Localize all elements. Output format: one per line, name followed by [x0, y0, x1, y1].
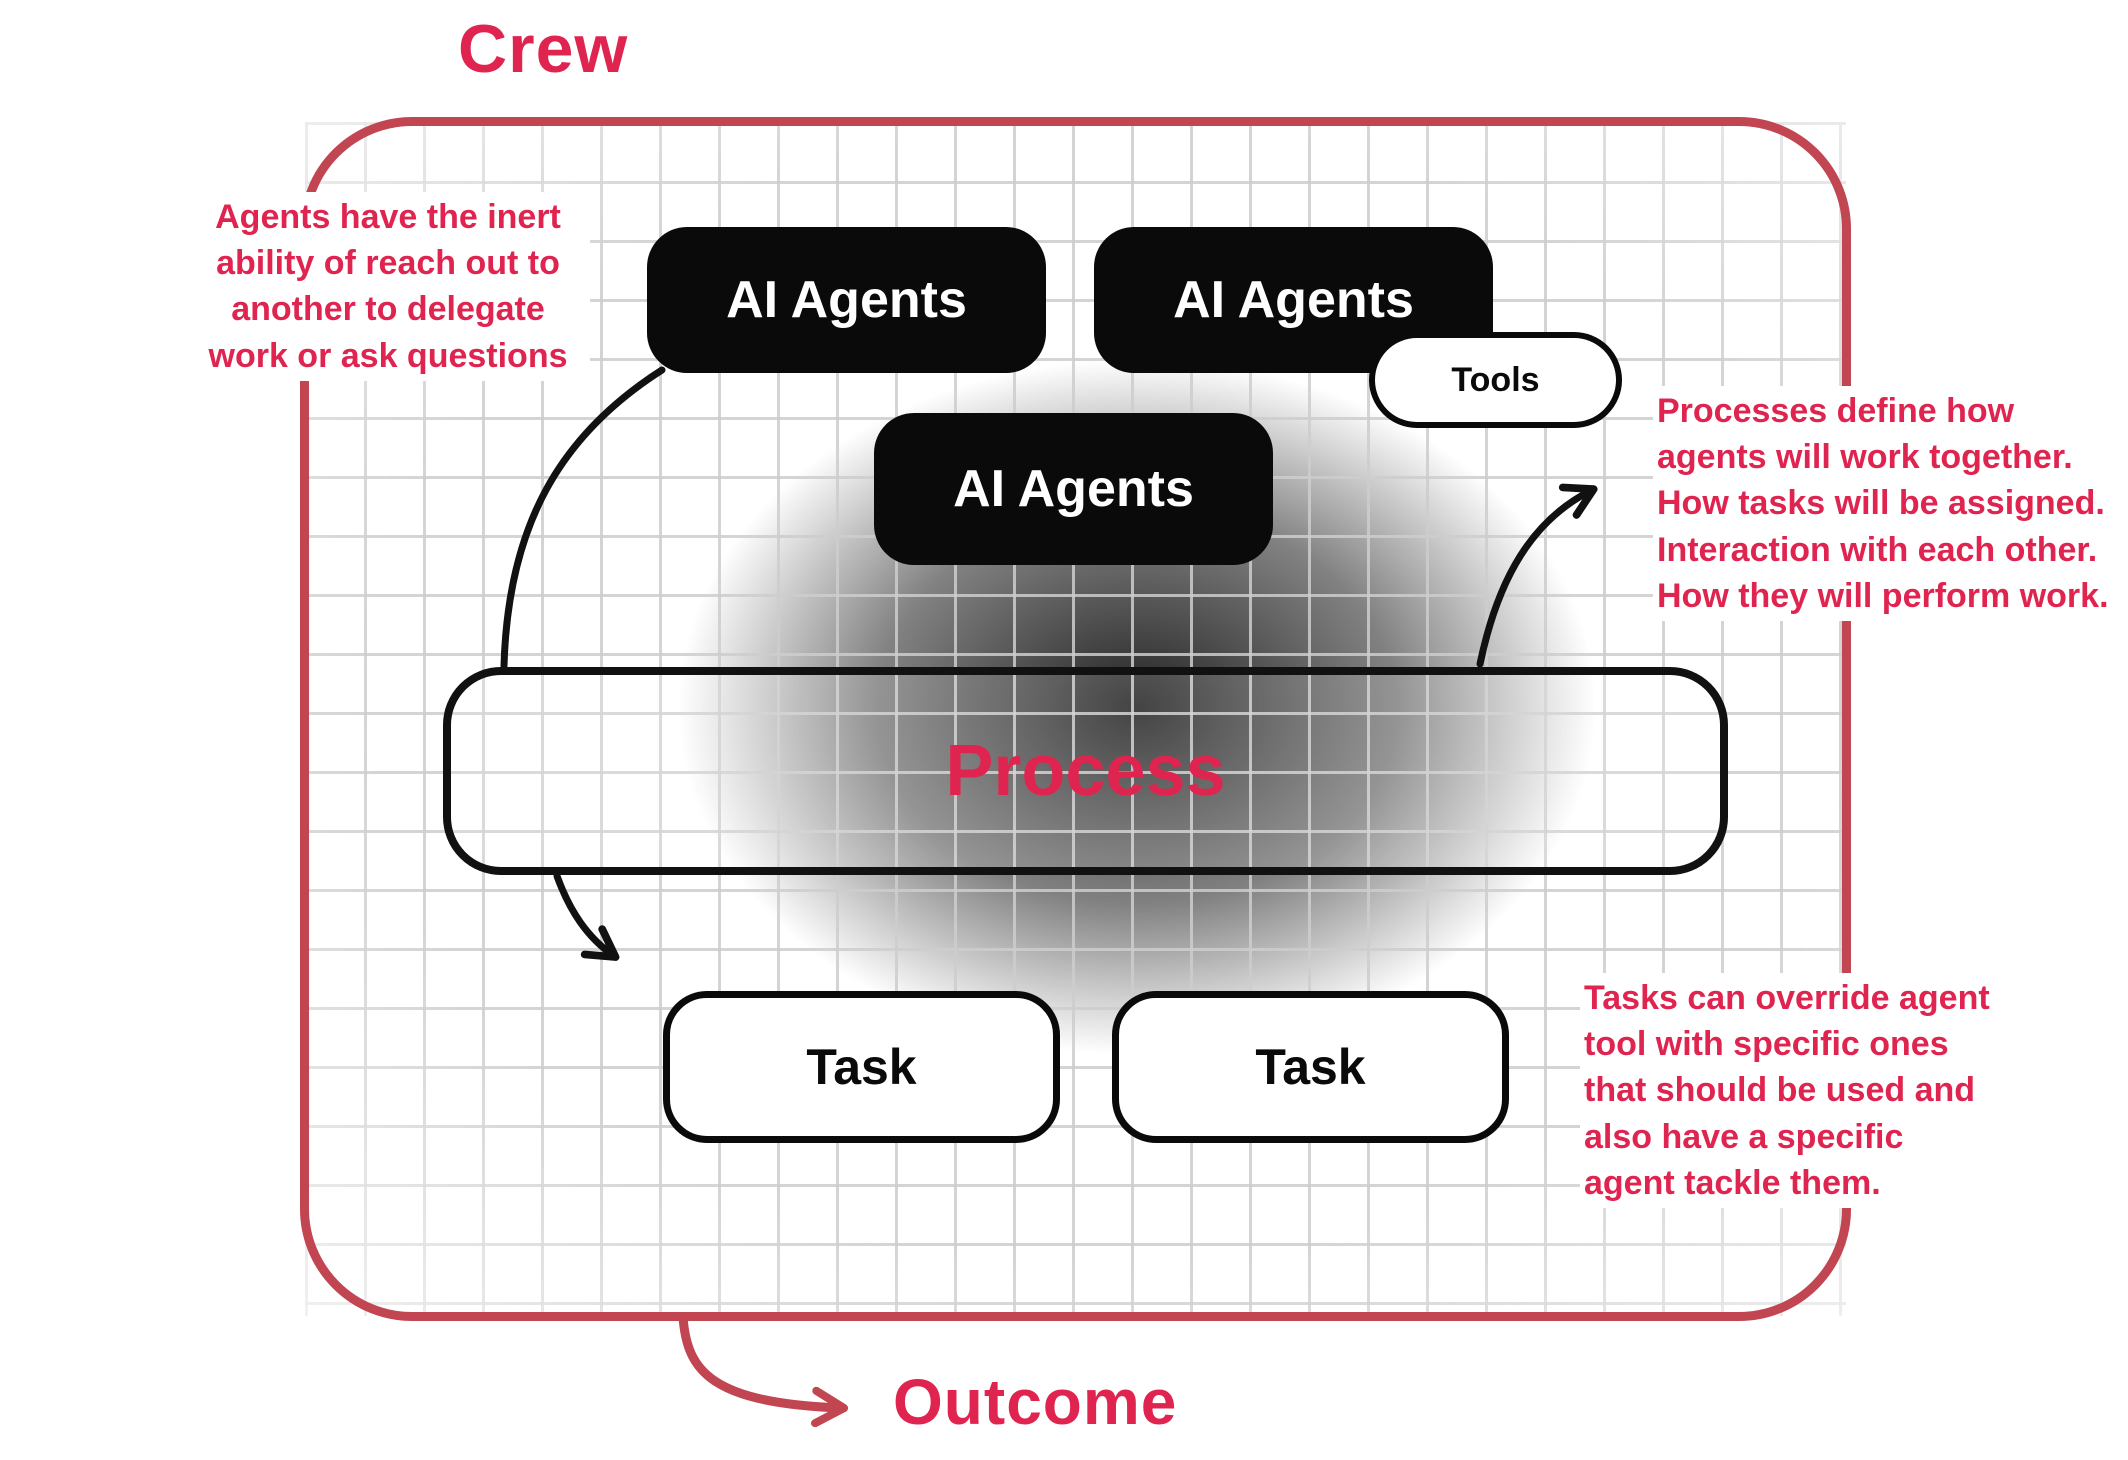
annotation-line: How they will perform work. — [1657, 576, 2109, 615]
annotation-line: also have a specific — [1584, 1117, 1904, 1156]
annotation-line: Processes define how — [1657, 392, 2015, 430]
task-label: Task — [1255, 1039, 1366, 1095]
crew-to-outcome-arrow — [678, 1312, 849, 1428]
annotation-line: work or ask questions — [208, 336, 568, 375]
annotation-line: tool with specific ones — [1584, 1025, 1949, 1064]
process-to-note-arrow — [1476, 483, 1598, 668]
ai-agents-label: AI Agents — [1173, 271, 1414, 329]
annotation-line: Agents have the inert — [215, 198, 561, 236]
annotation-line: another to delegate — [231, 290, 545, 329]
annotation-line: Tasks can override agent — [1584, 979, 1990, 1017]
annotation-line: agents will work together. — [1657, 438, 2073, 477]
outcome-label: Outcome — [893, 1366, 1178, 1438]
annotation-line: agent tackle them. — [1584, 1163, 1881, 1202]
annotation-line: Interaction with each other. — [1657, 530, 2098, 569]
task-node-2: Task — [1112, 991, 1509, 1143]
ai-agents-node-3: AI Agents — [874, 413, 1273, 565]
agent-to-process-arrow — [500, 366, 666, 670]
crew-boundary — [300, 117, 1851, 1321]
annotation-processes: Processes define how agents will work to… — [1653, 386, 2128, 622]
task-label: Task — [806, 1039, 917, 1095]
tools-label: Tools — [1451, 360, 1540, 399]
annotation-agents-delegation: Agents have the inert ability of reach o… — [186, 192, 590, 381]
crew-title: Crew — [458, 11, 629, 87]
ai-agents-label: AI Agents — [953, 460, 1194, 518]
task-node-1: Task — [663, 991, 1060, 1143]
tools-pill: Tools — [1369, 332, 1622, 428]
process-node: Process — [443, 667, 1728, 875]
process-to-task-arrow — [553, 872, 620, 961]
annotation-line: ability of reach out to — [216, 244, 560, 283]
annotation-line: that should be used and — [1584, 1071, 1976, 1110]
annotation-line: How tasks will be assigned. — [1657, 484, 2105, 523]
ai-agents-label: AI Agents — [726, 271, 967, 329]
ai-agents-node-1: AI Agents — [647, 227, 1046, 373]
annotation-tasks: Tasks can override agent tool with speci… — [1580, 973, 2040, 1209]
process-label: Process — [945, 731, 1226, 811]
